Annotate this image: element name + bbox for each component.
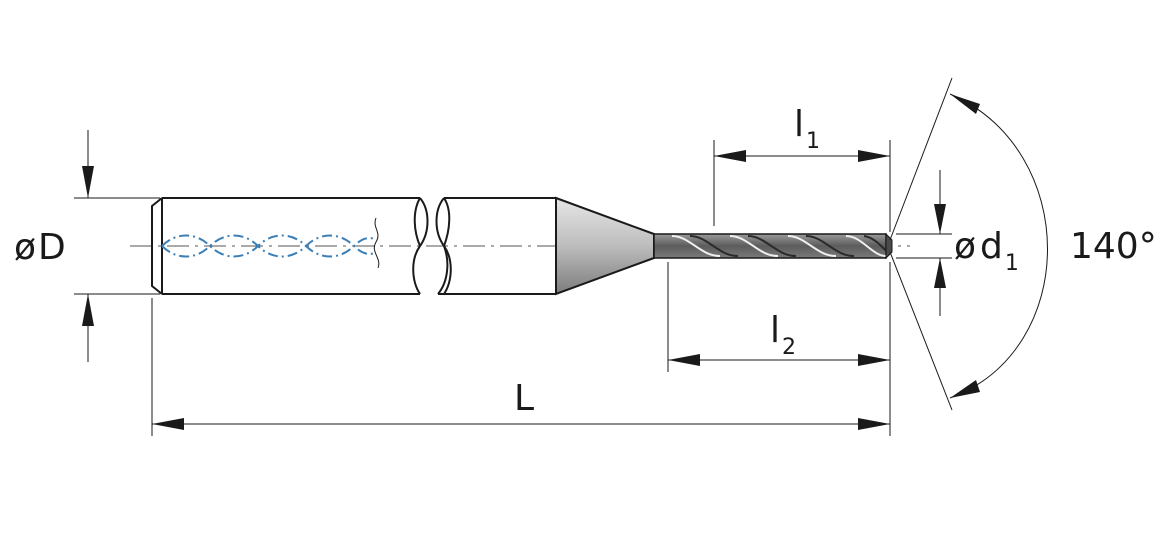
shank-diameter-symbol: ø [14,227,36,268]
body-length-subscript: 2 [782,335,796,360]
flute-length-letter: l [794,104,804,145]
svg-text:øD: øD [14,227,66,268]
shank-diameter-letter: D [38,227,66,268]
dim-body-length: l2 [667,262,891,436]
dim-shank-diameter: øD [14,130,160,362]
shank-taper [555,196,655,296]
dim-overall-length: L [151,298,890,436]
dim-point-angle: 140° [889,77,1157,411]
tip-diameter-symbol: ø [954,226,976,267]
tip-diameter-subscript: 1 [1005,251,1019,276]
dim-flute-length: l1 [713,104,891,232]
fluted-body [653,232,893,260]
overall-length-label: L [514,378,534,419]
svg-text:ød1: ød1 [954,226,1019,276]
body-length-letter: l [770,310,780,351]
tip-diameter-letter: d [980,226,1003,267]
coolant-channels [161,234,377,258]
svg-text:l2: l2 [770,310,796,360]
point-angle-label: 140° [1070,226,1157,267]
svg-text:l1: l1 [794,104,820,154]
flute-length-subscript: 1 [806,129,820,154]
